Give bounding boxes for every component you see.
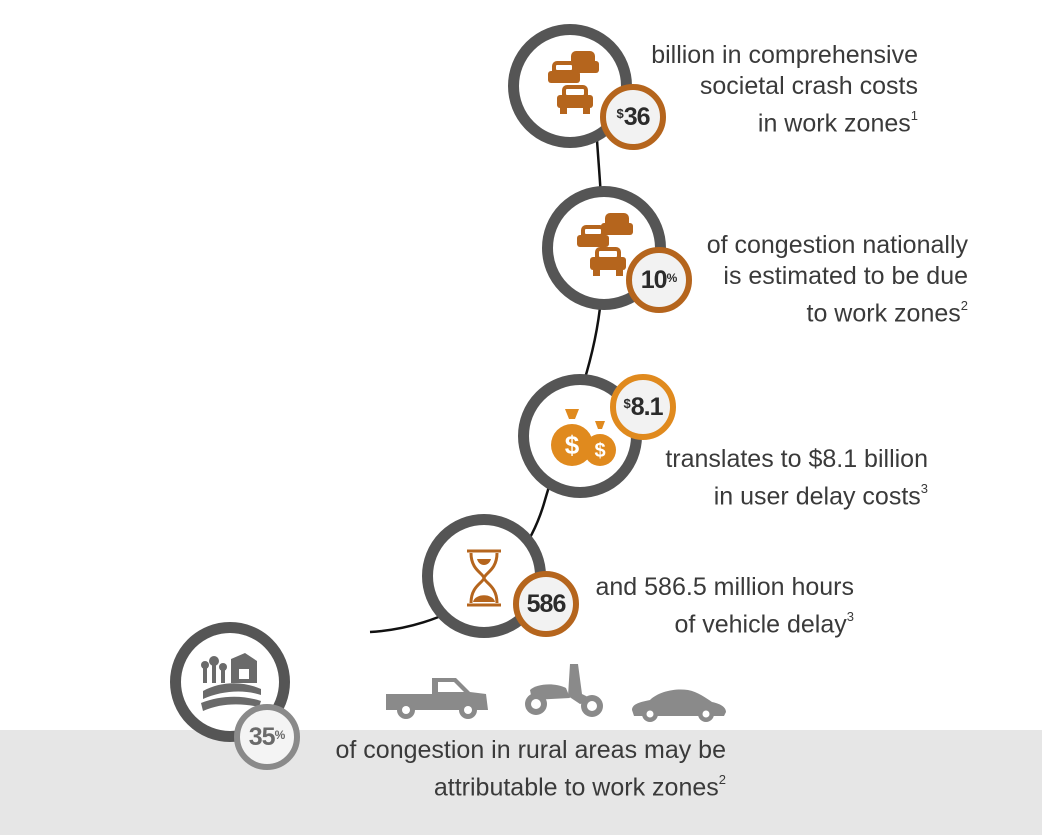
farm-icon bbox=[201, 653, 261, 711]
stat-5-circle bbox=[170, 622, 290, 742]
stat-1-badge: $36 bbox=[600, 84, 666, 150]
svg-text:$: $ bbox=[594, 440, 605, 462]
svg-text:$: $ bbox=[565, 430, 580, 460]
stat-3-text: translates to $8.1 billion in user delay… bbox=[665, 445, 928, 511]
stat-2-text: of congestion nationally is estimated to… bbox=[706, 231, 968, 328]
money-bags-icon: $ $ bbox=[551, 409, 616, 466]
stat-3-badge: $8.1 bbox=[610, 374, 676, 440]
pickup-truck-icon bbox=[386, 678, 488, 719]
car-icon bbox=[632, 689, 726, 722]
stat-5-badge: 35% bbox=[234, 704, 300, 770]
stat-2-badge: 10% bbox=[626, 247, 692, 313]
stat-1-circle bbox=[508, 24, 632, 148]
stat-4-text: and 586.5 million hours of vehicle delay… bbox=[595, 573, 855, 639]
cars-icon bbox=[577, 213, 633, 276]
stat-4-badge: 586 bbox=[513, 571, 579, 637]
stat-1-text: billion in comprehensive societal crash … bbox=[651, 41, 918, 138]
cars-icon bbox=[548, 51, 599, 114]
stat-5-text: of congestion in rural areas may be attr… bbox=[335, 736, 727, 802]
rural-band bbox=[0, 730, 1042, 835]
hourglass-icon bbox=[467, 549, 501, 607]
scooter-icon bbox=[525, 664, 603, 717]
